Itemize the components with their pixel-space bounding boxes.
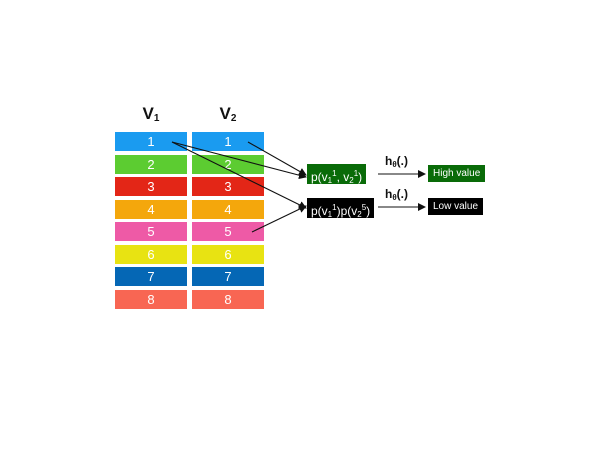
cell-v2-row-6: 6 [192, 245, 264, 264]
column-header-v2: V2 [219, 104, 237, 124]
cell-v2-row-8: 8 [192, 290, 264, 309]
product-probability-box: p(v11)p(v25) [307, 198, 375, 219]
column-header-v1: V1 [142, 104, 160, 124]
cell-v1-row-1: 1 [115, 132, 187, 151]
cell-v2-row-1: 1 [192, 132, 264, 151]
cell-v2-row-2: 2 [192, 155, 264, 174]
low-value-box: Low value [428, 198, 484, 215]
h-function-label-bottom: hθ(.) [385, 187, 408, 202]
cell-v2-row-7: 7 [192, 267, 264, 286]
joint-probability-box: p(v11, v21) [307, 164, 367, 185]
cell-v2-row-5: 5 [192, 222, 264, 241]
cell-v1-row-7: 7 [115, 267, 187, 286]
cell-v1-row-2: 2 [115, 155, 187, 174]
arrow-v2-row5-to-product [251, 205, 307, 233]
cell-v1-row-8: 8 [115, 290, 187, 309]
cell-v2-row-4: 4 [192, 200, 264, 219]
cell-v2-row-3: 3 [192, 177, 264, 196]
cell-v1-row-3: 3 [115, 177, 187, 196]
h-function-label-top: hθ(.) [385, 154, 408, 169]
high-value-box: High value [428, 165, 486, 182]
arrow-v1-row1-to-joint [171, 141, 307, 180]
cell-v1-row-6: 6 [115, 245, 187, 264]
cell-v1-row-5: 5 [115, 222, 187, 241]
arrow-v2-row1-to-joint [247, 141, 307, 176]
cell-v1-row-4: 4 [115, 200, 187, 219]
arrow-v1-row1-to-product [171, 141, 307, 209]
